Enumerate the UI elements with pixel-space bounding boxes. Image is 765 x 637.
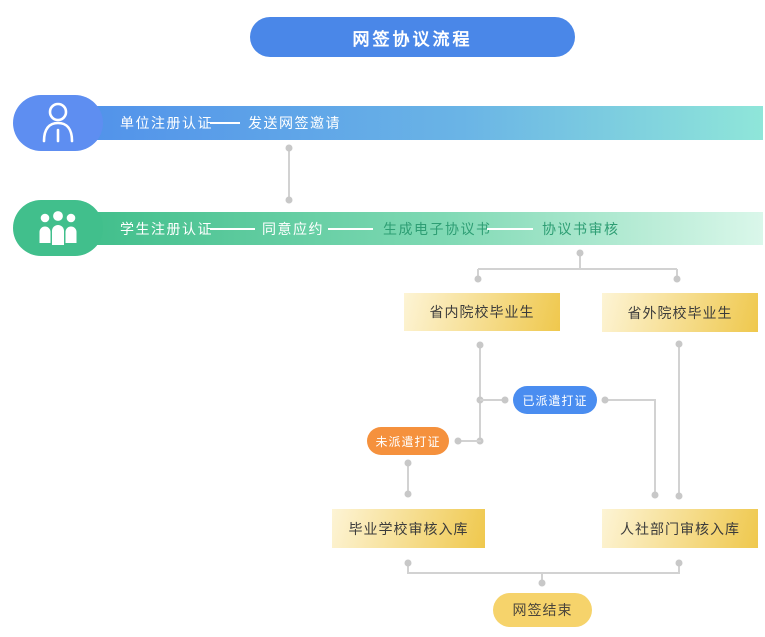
connector-notdispatched-to-school [404,459,412,498]
node-hr-review: 人社部门审核入库 [602,509,758,548]
node-inside-province: 省内院校毕业生 [404,293,560,331]
connector-inside-province-down [476,341,484,445]
step-accept-offer: 同意应约 [262,220,324,237]
connector-merge-to-end [404,559,683,587]
step-separator [328,227,373,230]
connector-review-split [474,249,681,283]
step-separator [210,227,255,230]
connector-outside-province-to-hr [675,340,683,500]
step-review-agreement: 协议书审核 [542,220,620,237]
step-student-register: 学生注册认证 [120,220,213,237]
node-not-dispatched: 未派遣打证 [367,427,449,455]
company-badge [13,95,103,151]
page-title: 网签协议流程 [250,17,575,57]
lane-student-bar: 学生注册认证 同意应约 生成电子协议书 协议书审核 [95,212,763,245]
step-company-register: 单位注册认证 [120,115,213,131]
student-badge [13,200,103,256]
lane-company-bar: 单位注册认证 发送网签邀请 [95,106,763,140]
connector-dispatched-to-hr [601,396,659,499]
step-separator [210,122,240,124]
node-school-review: 毕业学校审核入库 [332,509,485,548]
user-icon [42,102,74,143]
users-icon [39,211,77,245]
connector-to-dispatched-pill [480,396,509,404]
node-end: 网签结束 [493,593,592,627]
step-separator [487,227,533,230]
node-outside-province: 省外院校毕业生 [602,293,758,332]
connector-company-to-student [285,144,293,204]
step-send-invite: 发送网签邀请 [248,115,341,131]
connector-notdispatched-join [454,437,481,445]
node-dispatched: 已派遣打证 [513,386,597,414]
step-generate-agreement: 生成电子协议书 [383,220,492,237]
